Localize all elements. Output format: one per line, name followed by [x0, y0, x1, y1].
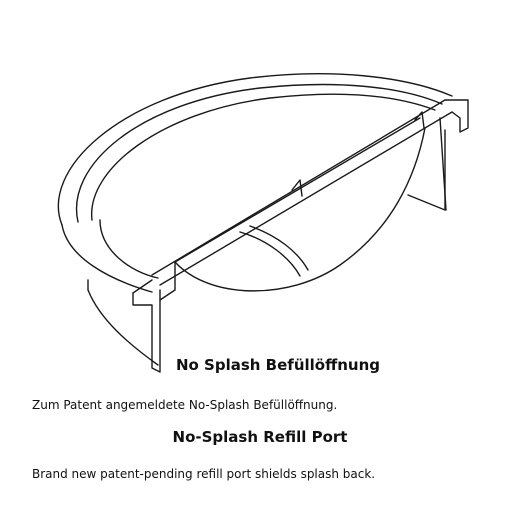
german-caption: Zum Patent angemeldete No-Splash Befüllö…	[32, 398, 338, 412]
english-caption: Brand new patent-pending refill port shi…	[32, 467, 376, 481]
refill-port-illustration	[40, 60, 500, 380]
english-title: No-Splash Refill Port	[172, 428, 348, 446]
german-title: No Splash Befüllöffnung	[175, 356, 381, 374]
